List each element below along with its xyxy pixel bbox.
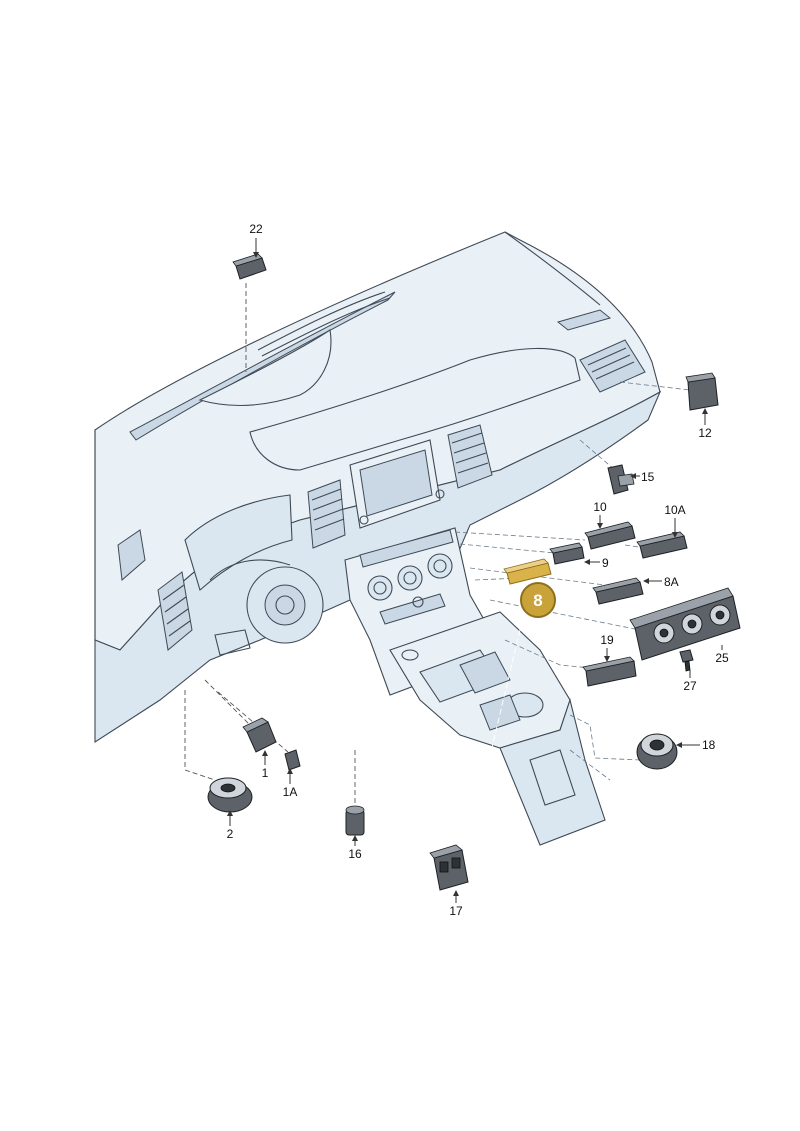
- part-18-light-switch: [636, 733, 678, 770]
- dash-climate-knob-center: [397, 565, 423, 591]
- left-air-vent: [157, 571, 193, 651]
- callout-labels: 22 12 15 10 10A 9 8A 19 25 27 18 1 1A 2 …: [227, 222, 729, 918]
- callout-15: 15: [641, 470, 655, 484]
- part-12: [685, 372, 719, 411]
- highlighted-part-8: [503, 558, 552, 585]
- instrument-hood: [198, 329, 332, 406]
- center-upper-hood: [249, 347, 581, 471]
- dashed-leader-lines: [184, 283, 691, 849]
- switch-strip: [359, 529, 454, 568]
- center-vent-left: [307, 479, 346, 549]
- infotainment-display-screen: [359, 449, 433, 517]
- part-10A: [636, 531, 688, 559]
- part-17: [429, 844, 469, 891]
- highlight-badge-label: 8: [533, 591, 542, 610]
- callout-9: 9: [602, 556, 609, 570]
- callout-10A: 10A: [664, 503, 685, 517]
- part-22: [232, 253, 267, 280]
- part-10: [584, 521, 636, 550]
- callout-10: 10: [593, 500, 607, 514]
- callout-12: 12: [698, 426, 712, 440]
- dash-climate-knob-right: [427, 553, 453, 579]
- callout-16: 16: [348, 847, 362, 861]
- console-side-panel: [499, 698, 606, 846]
- part-1: [242, 717, 277, 753]
- callout-1: 1: [262, 766, 269, 780]
- left-side-vent: [117, 529, 146, 582]
- callout-17: 17: [449, 904, 463, 918]
- callout-19: 19: [600, 633, 614, 647]
- callout-1A: 1A: [283, 785, 298, 799]
- highlight-badge-8: 8: [520, 582, 556, 618]
- part-15: [607, 464, 635, 495]
- callout-22: 22: [249, 222, 263, 236]
- part-1A: [284, 749, 301, 771]
- part-16: [345, 805, 365, 836]
- dash-climate-knob-left: [367, 575, 393, 601]
- callout-8A: 8A: [664, 575, 679, 589]
- instrument-cluster: [184, 494, 293, 591]
- part-2: [207, 777, 253, 813]
- callout-27: 27: [683, 679, 697, 693]
- defrost-vent-strip: [129, 291, 396, 441]
- part-27: [679, 649, 694, 672]
- dashboard-assembly: [94, 231, 662, 846]
- callout-25: 25: [715, 651, 729, 665]
- part-25-climate-control: [629, 587, 741, 661]
- part-9: [549, 542, 585, 565]
- callout-18: 18: [702, 738, 716, 752]
- side-defrost-vent: [556, 309, 612, 331]
- callout-leaders: [227, 238, 723, 903]
- callout-2: 2: [227, 827, 234, 841]
- part-8A: [592, 577, 644, 605]
- part-19: [582, 656, 637, 687]
